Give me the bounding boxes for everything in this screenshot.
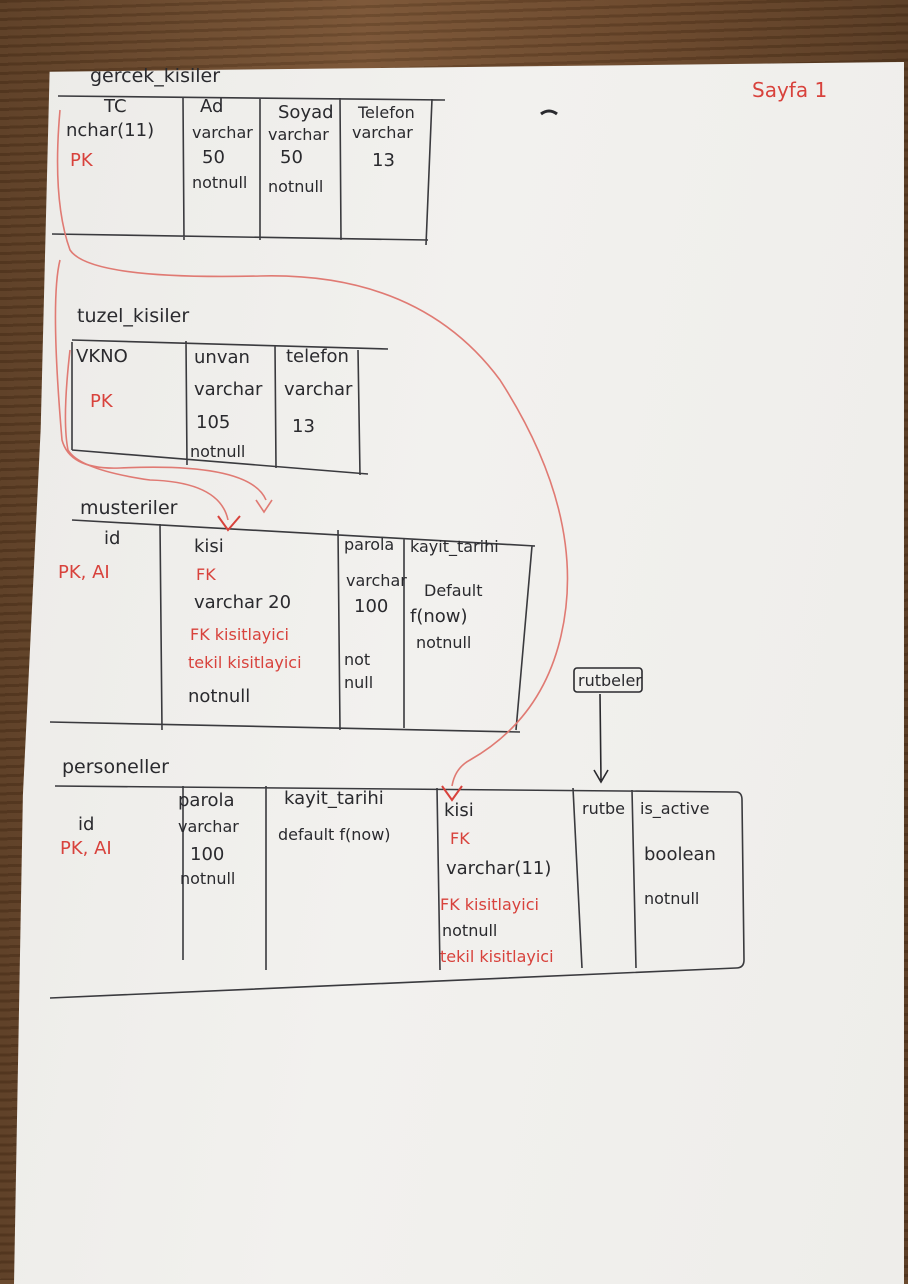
svg-text:100: 100 (354, 596, 388, 617)
svg-text:notnull: notnull (416, 633, 471, 652)
svg-text:varchar: varchar (352, 123, 413, 142)
pk-label: PK, AI (60, 838, 112, 859)
svg-text:notnull: notnull (268, 177, 323, 196)
svg-text:kayit_tarihi: kayit_tarihi (284, 788, 384, 809)
svg-text:boolean: boolean (644, 844, 716, 865)
svg-text:varchar 20: varchar 20 (194, 592, 291, 613)
fk-arrow-icon (217, 515, 241, 532)
svg-text:FK: FK (196, 565, 216, 584)
svg-text:13: 13 (372, 150, 395, 171)
table-title: tuzel_kisiler (77, 305, 189, 327)
svg-text:notnull: notnull (644, 889, 699, 908)
svg-text:varchar: varchar (178, 817, 239, 836)
svg-text:default f(now): default f(now) (278, 825, 391, 844)
svg-text:varchar: varchar (284, 379, 353, 400)
rutbeler-reference: rutbeler (573, 667, 643, 784)
fk-arrow-icon (255, 499, 273, 514)
svg-text:telefon: telefon (286, 346, 349, 367)
table-title: musteriler (80, 497, 178, 519)
svg-text:notnull: notnull (192, 173, 247, 192)
svg-text:50: 50 (280, 147, 303, 168)
svg-text:kisi: kisi (194, 536, 224, 557)
svg-text:varchar: varchar (194, 379, 263, 400)
svg-text:varchar: varchar (192, 123, 253, 142)
svg-text:not: not (344, 650, 370, 669)
svg-text:TC: TC (103, 96, 127, 117)
svg-text:id: id (78, 814, 94, 835)
pk-label: PK, AI (58, 562, 110, 583)
table-gercek-kisiler: gercek_kisiler TC nchar(11) PK Ad varcha… (51, 65, 446, 246)
svg-text:varchar: varchar (346, 571, 407, 590)
svg-text:rutbe: rutbe (582, 799, 625, 818)
fk-gercek-to-musteriler (54, 259, 267, 501)
svg-text:parola: parola (178, 790, 235, 811)
svg-text:FK kisitlayici: FK kisitlayici (190, 625, 289, 644)
paper-sheet (14, 62, 904, 1284)
svg-text:Ad: Ad (200, 96, 223, 117)
table-tuzel-kisiler: tuzel_kisiler VKNO PK unvan varchar 105 … (71, 305, 389, 476)
svg-text:Telefon: Telefon (357, 103, 415, 122)
relationship-lines (54, 109, 569, 802)
svg-text:kisi: kisi (444, 800, 474, 821)
svg-text:notnull: notnull (190, 442, 245, 461)
table-title: gercek_kisiler (90, 65, 220, 87)
page-label: Sayfa 1 (752, 78, 827, 102)
rutbeler-label: rutbeler (578, 671, 642, 690)
svg-text:notnull: notnull (188, 686, 250, 707)
svg-text:tekil kisitlayici: tekil kisitlayici (440, 947, 554, 966)
svg-text:VKNO: VKNO (76, 346, 128, 367)
svg-text:f(now): f(now) (410, 606, 468, 627)
svg-text:varchar(11): varchar(11) (446, 858, 551, 879)
svg-text:parola: parola (344, 535, 394, 554)
svg-text:kayit_tarihi: kayit_tarihi (410, 537, 499, 557)
fk-arrow-icon (441, 785, 463, 802)
svg-text:tekil kisitlayici: tekil kisitlayici (188, 653, 302, 672)
table-personeller: personeller id PK, AI parola varchar 100… (49, 756, 745, 999)
pk-label: PK (70, 150, 94, 171)
svg-text:varchar: varchar (268, 125, 329, 144)
svg-text:13: 13 (292, 416, 315, 437)
fk-tuzel-to-musteriler (64, 349, 229, 521)
svg-text:FK kisitlayici: FK kisitlayici (440, 895, 539, 914)
table-title: personeller (62, 756, 169, 778)
svg-text:nchar(11): nchar(11) (66, 120, 154, 141)
svg-text:50: 50 (202, 147, 225, 168)
svg-text:null: null (344, 673, 373, 692)
arrow-icon (593, 693, 609, 784)
svg-text:FK: FK (450, 829, 470, 848)
svg-text:id: id (104, 528, 120, 549)
svg-text:notnull: notnull (442, 921, 497, 940)
svg-text:notnull: notnull (180, 869, 235, 888)
ink-mark (540, 109, 558, 116)
svg-text:105: 105 (196, 412, 230, 433)
svg-text:unvan: unvan (194, 347, 250, 368)
svg-text:100: 100 (190, 844, 224, 865)
pk-label: PK (90, 391, 114, 412)
svg-text:Default: Default (424, 581, 482, 600)
svg-text:is_active: is_active (640, 799, 709, 819)
fk-gercek-to-personeller (56, 109, 569, 787)
svg-text:Soyad: Soyad (278, 102, 334, 123)
table-musteriler: musteriler id PK, AI kisi FK varchar 20 … (49, 497, 536, 733)
